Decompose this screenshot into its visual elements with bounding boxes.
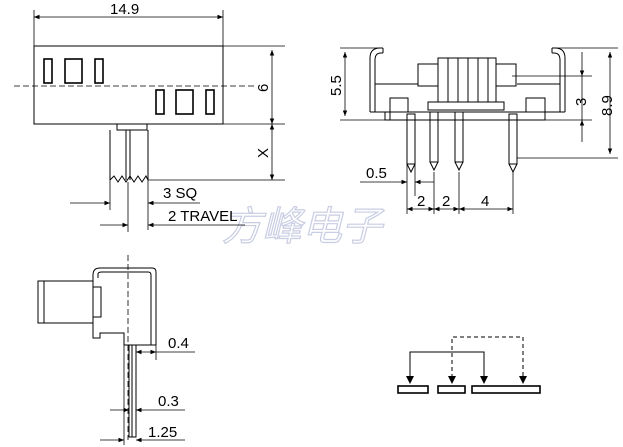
contact-2 <box>437 385 466 394</box>
side-height-label: 5.5 <box>328 75 345 96</box>
pin-2 <box>429 111 439 163</box>
width-label: 14.9 <box>110 1 139 18</box>
pin-width-label: 0.5 <box>366 165 387 182</box>
actuator-x-label: X <box>255 148 272 158</box>
actuator-collar <box>116 123 148 131</box>
pin-thickness-label: 0.4 <box>168 335 189 352</box>
actuator-knob <box>109 130 149 183</box>
height-cap-label: 6 <box>255 84 272 92</box>
circuit-schematic <box>397 336 541 394</box>
switch-body <box>33 45 224 125</box>
pin-span-label: 1.25 <box>148 424 177 441</box>
top-view: 14.9 6 X 3 SQ 2 TRA <box>14 1 285 232</box>
contact-1 <box>397 385 429 394</box>
pin-1 <box>406 113 416 165</box>
side-knob <box>37 280 94 324</box>
front-view: 5.5 3 8.9 0.5 2 2 4 <box>328 47 618 214</box>
pitch-3-label: 4 <box>481 193 489 210</box>
pitch-2-label: 2 <box>442 193 450 210</box>
actuator-sq-label: 3 SQ <box>163 185 197 202</box>
pin-height-label: 3 <box>573 98 590 106</box>
pin-4 <box>508 113 518 165</box>
pin-3 <box>454 111 464 163</box>
total-height-label: 8.9 <box>599 95 616 116</box>
actuator-slider <box>437 57 497 103</box>
side-view: 0.4 0.3 1.25 <box>37 255 195 445</box>
pin-gap-label: 0.3 <box>158 393 179 410</box>
pitch-1-label: 2 <box>417 193 425 210</box>
travel-label: 2 TRAVEL <box>168 208 237 225</box>
contact-3 <box>471 385 541 394</box>
watermark-text: 方峰电子 <box>222 204 385 250</box>
